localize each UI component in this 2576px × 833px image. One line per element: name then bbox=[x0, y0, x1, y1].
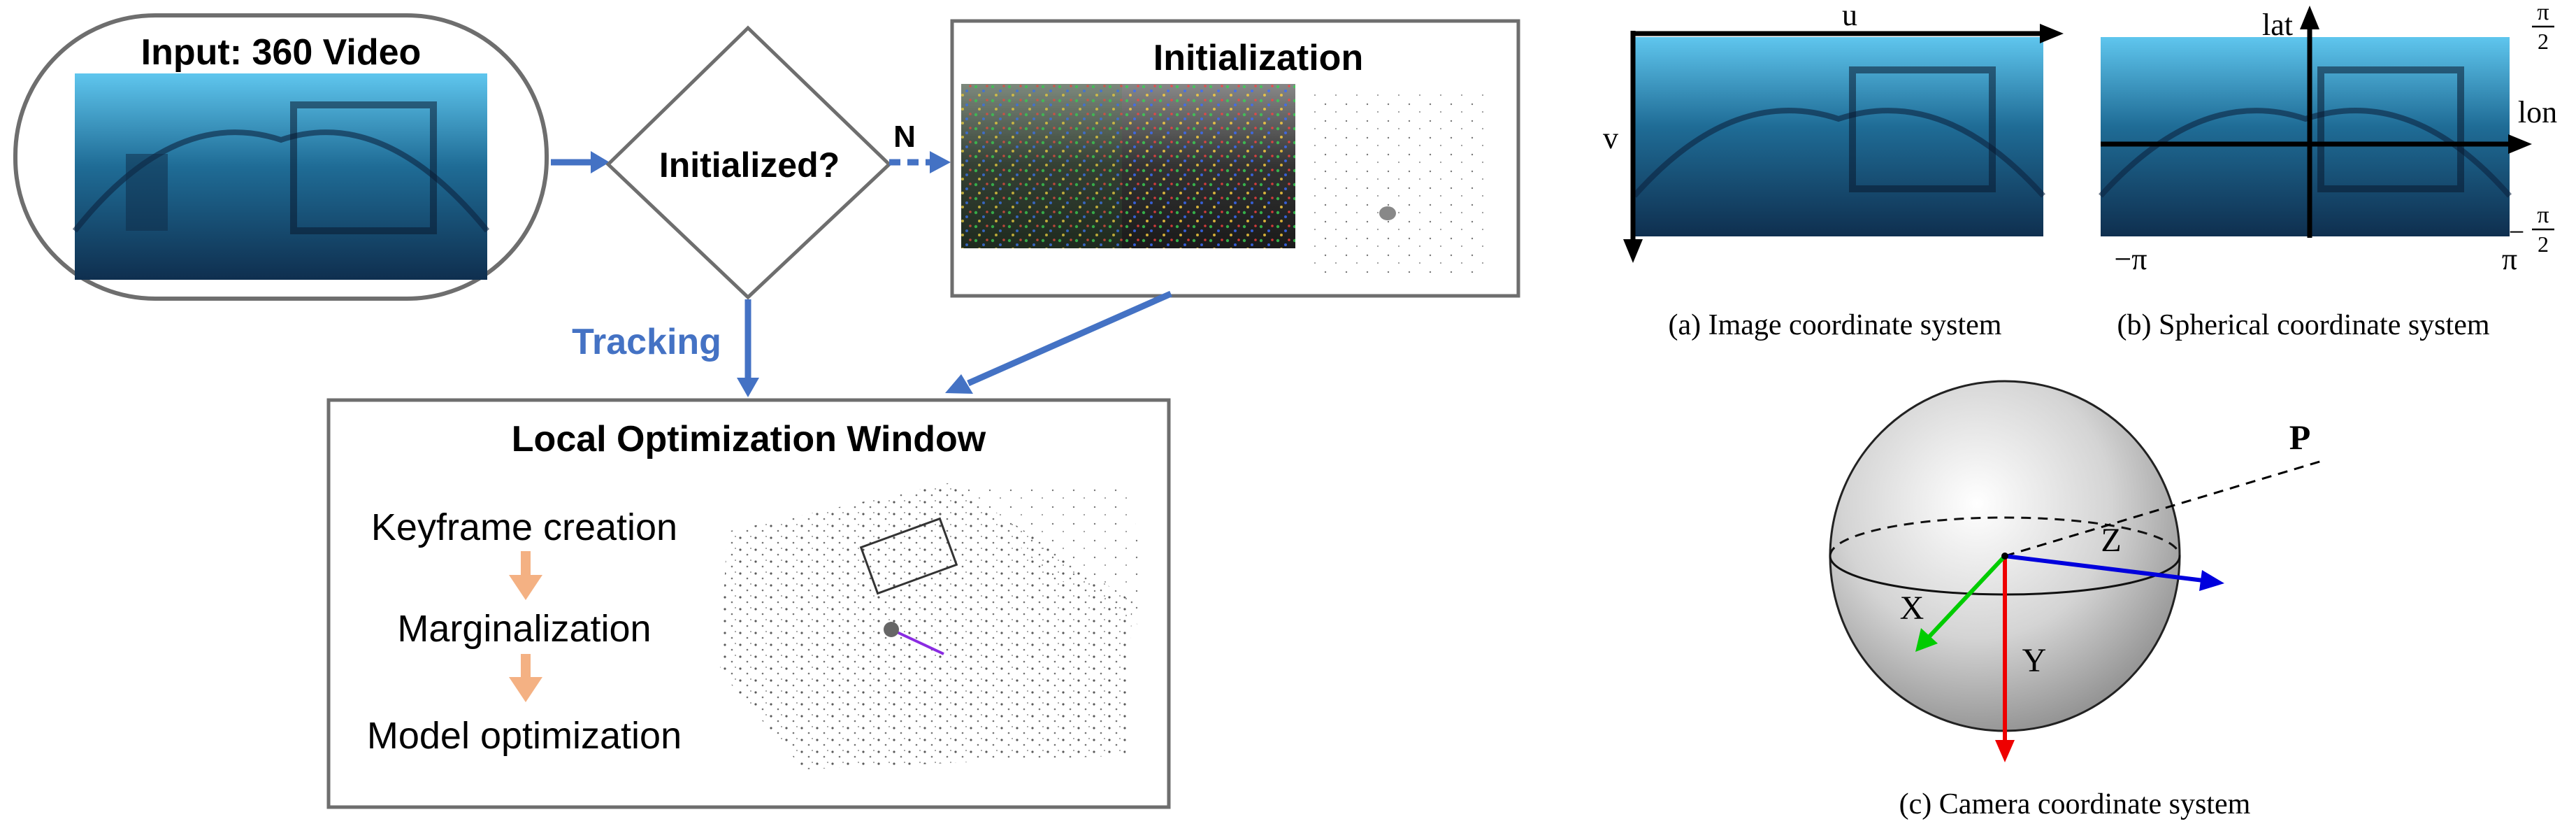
lon-max-label: π bbox=[2502, 242, 2517, 276]
initialization-node: Initialization bbox=[950, 19, 1520, 298]
tracking-label: Tracking bbox=[572, 322, 721, 362]
step-arrow-2 bbox=[509, 654, 542, 702]
lat-min-denominator: 2 bbox=[2538, 232, 2549, 257]
local-optimization-window: Local Optimization Window Keyframe creat… bbox=[326, 398, 1171, 809]
y-label: Y bbox=[2022, 642, 2047, 679]
arrow-tracking bbox=[737, 299, 759, 397]
u-axis bbox=[1634, 24, 2064, 43]
camera-coordinate-caption: (c) Camera coordinate system bbox=[1899, 788, 2251, 820]
ray-to-point-p bbox=[2004, 459, 2325, 557]
initialization-feature-image bbox=[961, 84, 1295, 248]
lat-min-label: − π 2 bbox=[2509, 202, 2554, 257]
no-label: N bbox=[893, 120, 916, 154]
initialization-label: Initialization bbox=[1153, 38, 1363, 78]
v-label: v bbox=[1603, 121, 1618, 155]
image-coordinate-panel: u v (a) Image coordinate system bbox=[1603, 0, 2064, 341]
lat-max-denominator: 2 bbox=[2538, 29, 2549, 54]
initialization-point-cloud bbox=[1314, 91, 1489, 273]
decision-label: Initialized? bbox=[659, 145, 840, 185]
lat-label: lat bbox=[2262, 8, 2293, 42]
local-window-point-cloud bbox=[720, 483, 1146, 769]
image-coordinate-caption: (a) Image coordinate system bbox=[1669, 309, 2002, 341]
x-axis bbox=[1915, 554, 2007, 652]
u-label: u bbox=[1842, 0, 1857, 32]
y-axis bbox=[1995, 556, 2015, 762]
spherical-coordinate-panel: lat lon π 2 − π 2 −π π (b) Spherical coo… bbox=[2099, 0, 2557, 341]
lon-axis bbox=[2101, 134, 2532, 154]
camera-origin bbox=[2001, 553, 2008, 560]
spherical-coordinate-caption: (b) Spherical coordinate system bbox=[2117, 309, 2490, 341]
z-axis bbox=[2004, 554, 2224, 591]
z-label: Z bbox=[2101, 522, 2121, 559]
camera-coordinate-panel: P Z Y X (c) Camera coordinate system bbox=[1829, 380, 2325, 820]
arrow-no-to-initialization: N bbox=[889, 120, 951, 173]
lat-axis bbox=[2300, 6, 2319, 238]
arrow-initialization-to-window bbox=[945, 290, 1172, 394]
input-node: Input: 360 Video bbox=[13, 13, 549, 301]
lon-min-label: −π bbox=[2114, 242, 2147, 276]
step-model-optimization: Model optimization bbox=[367, 715, 682, 757]
image-coordinate-panorama bbox=[1632, 37, 2045, 236]
local-window-title: Local Optimization Window bbox=[512, 419, 986, 460]
arrow-input-to-decision bbox=[551, 151, 610, 173]
step-marginalization: Marginalization bbox=[397, 608, 651, 650]
v-axis bbox=[1623, 31, 1643, 263]
x-label: X bbox=[1900, 590, 1924, 627]
step-keyframe-creation: Keyframe creation bbox=[371, 506, 677, 548]
input-panorama-image bbox=[72, 73, 490, 280]
lon-label: lon bbox=[2518, 95, 2557, 129]
p-label: P bbox=[2289, 418, 2311, 457]
lat-max-numerator: π bbox=[2537, 0, 2549, 25]
lat-max-label: π 2 bbox=[2532, 0, 2554, 54]
lat-min-sign: − bbox=[2509, 216, 2525, 248]
spherical-coordinate-panorama bbox=[2099, 37, 2512, 236]
decision-node: Initialized? bbox=[605, 25, 892, 300]
input-label: Input: 360 Video bbox=[141, 32, 422, 73]
lat-min-numerator: π bbox=[2537, 202, 2549, 228]
step-arrow-1 bbox=[509, 551, 542, 600]
